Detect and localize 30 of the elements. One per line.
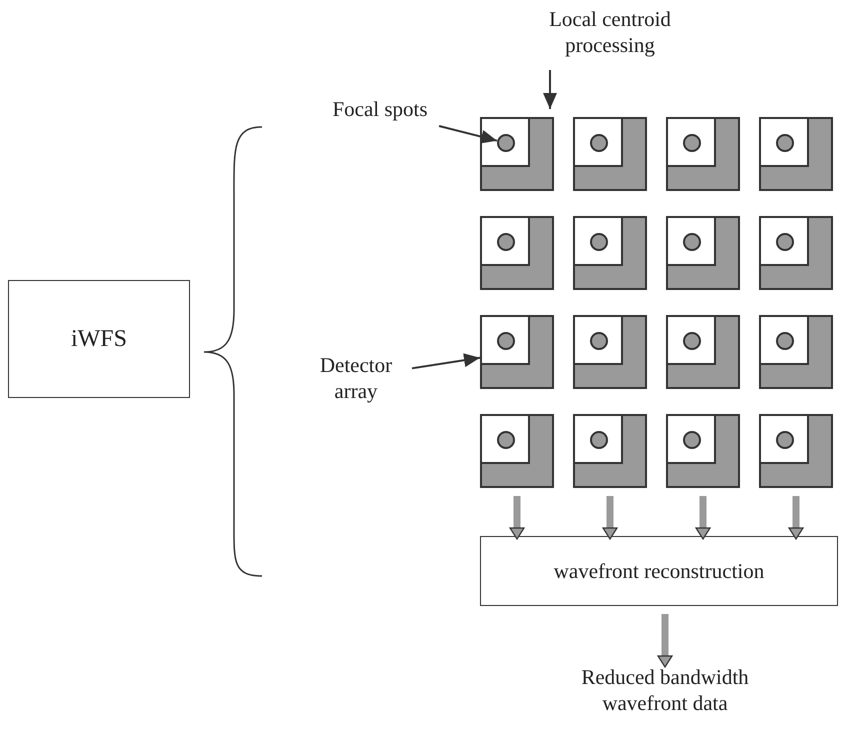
detector-pixel (573, 414, 647, 488)
leader-line (438, 125, 498, 144)
detector-pixel (573, 117, 647, 191)
callout-label: Focal spots (300, 96, 460, 126)
detector-pixel (480, 117, 554, 191)
detector-pixel (759, 315, 833, 389)
process-box: wavefront reconstruction (480, 536, 838, 606)
block-arrow (695, 496, 711, 540)
detector-pixel (480, 414, 554, 488)
leader-line (412, 353, 480, 370)
detector-pixel (666, 414, 740, 488)
detector-pixel (759, 117, 833, 191)
callout-label: Detector array (300, 352, 412, 402)
sensor-box: iWFS (8, 280, 190, 398)
leader-line (543, 70, 557, 109)
block-arrow (509, 496, 525, 540)
callout-label: Reduced bandwidth wavefront data (580, 664, 750, 744)
detector-pixel (666, 216, 740, 290)
callout-label: Local centroid processing (530, 6, 690, 62)
detector-pixel (759, 216, 833, 290)
block-arrow (602, 496, 618, 540)
detector-pixel (666, 315, 740, 389)
detector-pixel (759, 414, 833, 488)
block-arrow (788, 496, 804, 540)
detector-pixel (573, 315, 647, 389)
detector-pixel (480, 315, 554, 389)
detector-pixel (573, 216, 647, 290)
detector-pixel (480, 216, 554, 290)
detector-pixel (666, 117, 740, 191)
block-arrow (657, 614, 673, 668)
